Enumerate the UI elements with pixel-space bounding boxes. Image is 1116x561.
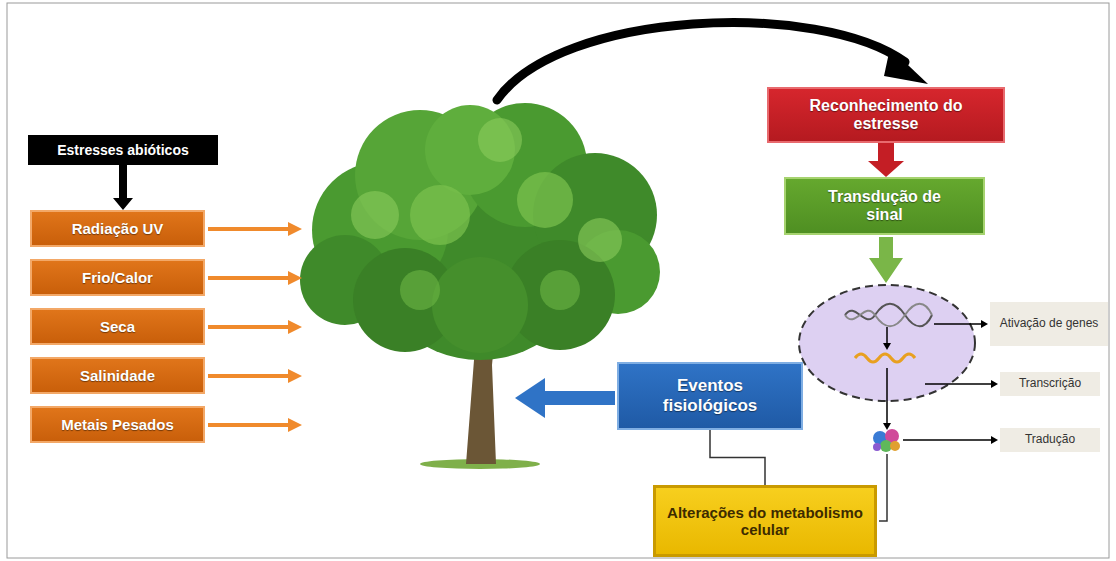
box-text: Radiação UV xyxy=(72,220,164,237)
process-box: Eventos fisiológicos xyxy=(617,362,803,430)
feedback-arrow xyxy=(515,378,615,418)
process-box: Transdução de sinal xyxy=(784,177,985,235)
tree xyxy=(300,103,660,469)
connector xyxy=(113,165,133,210)
stress-box: Metais Pesados xyxy=(30,406,205,443)
stress-arrows xyxy=(208,222,302,432)
box-text: Tradução xyxy=(1025,433,1075,447)
connector-line xyxy=(879,454,887,521)
box-text: Eventos fisiológicos xyxy=(629,376,791,415)
box-text: Frio/Calor xyxy=(82,269,153,286)
box-text: Transdução de sinal xyxy=(810,188,959,225)
leader-arrows xyxy=(903,320,998,444)
connector xyxy=(868,143,904,177)
category-box: Estresses abióticos xyxy=(28,135,218,165)
stress-box: Seca xyxy=(30,308,205,345)
step-label-box: Transcrição xyxy=(1000,372,1100,396)
box-text: Transcrição xyxy=(1019,377,1081,391)
canopy xyxy=(300,103,660,360)
dna xyxy=(845,304,932,327)
ribosome xyxy=(873,429,900,452)
stress-box: Frio/Calor xyxy=(30,259,205,296)
step-label-box: Ativação de genes xyxy=(990,302,1108,346)
box-text: Ativação de genes xyxy=(1000,317,1099,331)
signal-arrow xyxy=(869,237,903,283)
frame xyxy=(7,3,1109,558)
process-box: Alterações do metabolismo celular xyxy=(653,485,877,557)
nucleus xyxy=(799,285,975,430)
stress-box: Radiação UV xyxy=(30,210,205,247)
box-text: Reconhecimento do estresse xyxy=(779,97,993,134)
box-text: Metais Pesados xyxy=(61,416,174,433)
mrna xyxy=(855,354,915,362)
stress-box: Salinidade xyxy=(30,357,205,394)
process-box: Reconhecimento do estresse xyxy=(767,87,1005,143)
box-text: Alterações do metabolismo celular xyxy=(666,504,864,539)
step-label-box: Tradução xyxy=(1000,428,1100,452)
box-text: Salinidade xyxy=(80,367,155,384)
box-text: Seca xyxy=(100,318,135,335)
connector xyxy=(710,430,765,485)
box-text: Estresses abióticos xyxy=(57,142,189,158)
dna xyxy=(845,304,932,327)
